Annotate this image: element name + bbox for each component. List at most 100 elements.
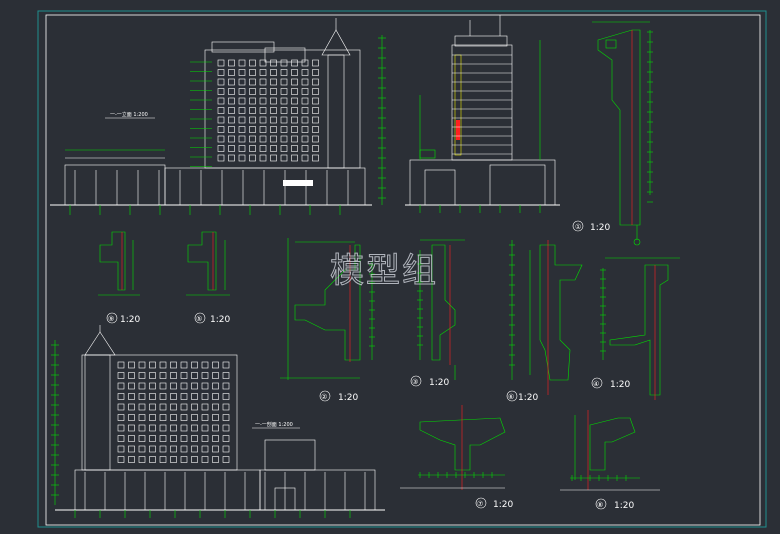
detail-8-scale: 1:20 [614, 501, 634, 511]
window [291, 116, 298, 124]
window [180, 372, 188, 379]
window [222, 445, 230, 453]
window [128, 456, 135, 463]
window [228, 69, 235, 76]
window [180, 382, 188, 390]
window [259, 135, 267, 143]
window [212, 445, 219, 453]
window [180, 414, 188, 421]
detail-3: ③ 1:20 [410, 239, 465, 388]
window [149, 393, 156, 400]
window [312, 78, 319, 86]
lower-section-title: 一-一剖面 1:200 [255, 421, 293, 428]
window [201, 361, 209, 369]
window [312, 145, 319, 152]
window [238, 69, 246, 76]
side-elevation-top [405, 15, 560, 213]
detail-5: ⑤ 1:20 [186, 231, 230, 325]
window [159, 372, 167, 379]
window [249, 154, 256, 162]
detail-6-number: ⑥ [508, 393, 514, 401]
window [301, 97, 309, 105]
window [138, 435, 146, 442]
window [222, 393, 230, 400]
detail-5-scale: 1:20 [210, 315, 230, 325]
window [217, 116, 225, 124]
window [238, 78, 246, 86]
window [280, 59, 288, 67]
window [238, 135, 246, 143]
window [301, 135, 309, 143]
window [159, 393, 167, 400]
window [228, 97, 235, 105]
window [138, 424, 146, 432]
window [238, 59, 246, 67]
window [259, 78, 267, 86]
window [180, 361, 188, 369]
window [228, 78, 235, 86]
window [228, 88, 235, 95]
window [149, 435, 156, 442]
window [259, 59, 267, 67]
window [170, 382, 177, 390]
window [159, 424, 167, 432]
window [212, 382, 219, 390]
detail-2: ② 1:20 [280, 238, 375, 403]
window [212, 456, 219, 463]
window [138, 393, 146, 400]
window [249, 78, 256, 86]
detail-8-number: ⑧ [597, 501, 603, 509]
window [238, 154, 246, 162]
detail-6-scale: 1:20 [518, 393, 538, 403]
window [270, 135, 277, 143]
window [128, 424, 135, 432]
window [159, 414, 167, 421]
window [217, 59, 225, 67]
window [222, 382, 230, 390]
detail-8: ⑧ 1:20 [560, 410, 660, 511]
window [312, 116, 319, 124]
window [191, 435, 198, 442]
window [291, 78, 298, 86]
window [212, 393, 219, 400]
window [312, 97, 319, 105]
window [191, 456, 198, 463]
window [312, 88, 319, 95]
window [280, 145, 288, 152]
window [212, 403, 219, 411]
window [312, 59, 319, 67]
window [249, 97, 256, 105]
window [217, 145, 225, 152]
window [201, 435, 209, 442]
window [238, 126, 246, 133]
window [228, 135, 235, 143]
window [217, 69, 225, 76]
window [301, 78, 309, 86]
window [191, 403, 198, 411]
window [201, 382, 209, 390]
window [249, 135, 256, 143]
window [117, 456, 125, 463]
window [170, 393, 177, 400]
window [301, 154, 309, 162]
window [191, 372, 198, 379]
window [217, 126, 225, 133]
window [212, 372, 219, 379]
window [291, 145, 298, 152]
window [117, 372, 125, 379]
window [217, 78, 225, 86]
window [291, 97, 298, 105]
window [249, 107, 256, 114]
window [191, 382, 198, 390]
detail-3-number: ③ [412, 378, 418, 386]
window [191, 361, 198, 369]
window [117, 393, 125, 400]
detail-7-number: ⑦ [477, 500, 483, 508]
window [228, 154, 235, 162]
window [238, 145, 246, 152]
window [270, 126, 277, 133]
window [201, 372, 209, 379]
window [270, 145, 277, 152]
detail-7-scale: 1:20 [493, 500, 513, 510]
